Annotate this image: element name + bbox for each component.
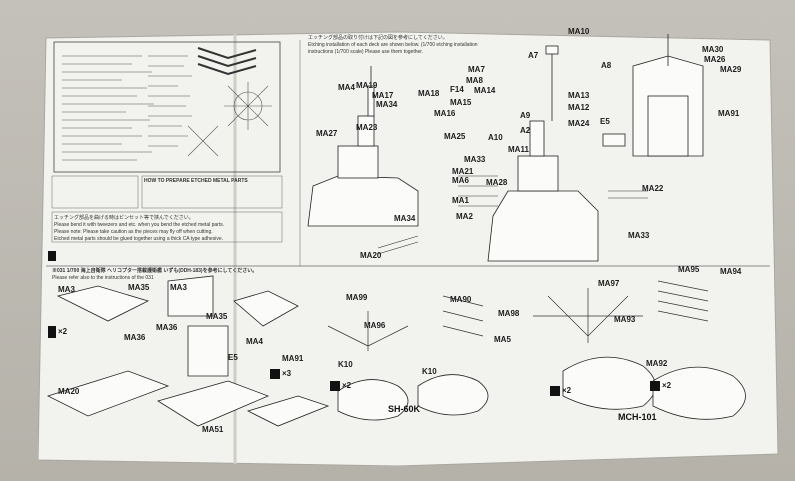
label-ma30: MA30 — [702, 45, 724, 54]
label-ma36b: MA36 — [124, 333, 146, 342]
label-ma91a: MA91 — [718, 109, 740, 118]
label-ma21: MA21 — [452, 167, 474, 176]
label-a7: A7 — [528, 51, 539, 60]
label-ma22: MA22 — [642, 184, 664, 193]
label-ma98: MA98 — [498, 309, 520, 318]
label-a10: A10 — [488, 133, 503, 142]
heli-note-en: Please refer also to the instructions of… — [52, 275, 154, 281]
heli-note-jp: ※031 1/700 海上自衛隊 ヘリコプター搭載護衛艦 いずも(DDH-183… — [52, 268, 258, 274]
etching-note-en2: instructions (1/700 scale) Please use th… — [308, 49, 424, 55]
label-ma27: MA27 — [316, 129, 338, 138]
label-ma5: MA5 — [494, 335, 511, 344]
label-f14: F14 — [450, 85, 464, 94]
label-ma95: MA95 — [678, 265, 700, 274]
label-ma10: MA10 — [568, 27, 590, 36]
label-ma33a: MA33 — [464, 155, 486, 164]
badge-x2-c: ×2 — [662, 381, 672, 390]
label-ma4b: MA4 — [246, 337, 263, 346]
label-ma8: MA8 — [466, 76, 483, 85]
label-k10a: K10 — [338, 360, 353, 369]
instruction-sheet: エッチング部品の取り付けは下記の図を参考にしてください。 Etching ins… — [38, 26, 780, 466]
label-ma91b: MA91 — [282, 354, 304, 363]
badge-x3: ×3 — [282, 369, 292, 378]
label-ma12: MA12 — [568, 103, 590, 112]
label-ma94: MA94 — [720, 267, 742, 276]
label-ma25: MA25 — [444, 132, 466, 141]
label-ma23: MA23 — [356, 123, 378, 132]
label-ma26: MA26 — [704, 55, 726, 64]
prepare-title: HOW TO PREPARE ETCHED METAL PARTS — [144, 178, 248, 184]
label-ma97: MA97 — [598, 279, 620, 288]
label-ma96: MA96 — [364, 321, 386, 330]
label-ma2: MA2 — [456, 212, 473, 221]
label-ma20a: MA20 — [360, 251, 382, 260]
label-ma33b: MA33 — [628, 231, 650, 240]
label-ma99: MA99 — [346, 293, 368, 302]
etching-note-jp: エッチング部品の取り付けは下記の図を参考にしてください。 — [308, 35, 448, 41]
label-ma6: MA6 — [452, 176, 469, 185]
badge-x2-b: ×2 — [562, 386, 572, 395]
label-ma15: MA15 — [450, 98, 472, 107]
badge-x2-a: ×2 — [342, 381, 352, 390]
label-ma20b: MA20 — [58, 387, 80, 396]
label-sh60k: SH-60K — [388, 404, 421, 414]
label-a8: A8 — [601, 61, 612, 70]
label-ma3b: MA3 — [170, 283, 187, 292]
label-a9: A9 — [520, 111, 531, 120]
label-ma7: MA7 — [468, 65, 485, 74]
label-ma17: MA17 — [372, 91, 394, 100]
label-ma90: MA90 — [450, 295, 472, 304]
sheet-drawing — [38, 31, 779, 466]
label-a2: A2 — [520, 126, 531, 135]
label-ma1: MA1 — [452, 196, 469, 205]
label-ma35a: MA35 — [128, 283, 150, 292]
label-ma14: MA14 — [474, 86, 496, 95]
label-ma18: MA18 — [418, 89, 440, 98]
label-ma4a: MA4 — [338, 83, 355, 92]
label-ma28: MA28 — [486, 178, 508, 187]
label-ma3a: MA3 — [58, 285, 75, 294]
label-ma92: MA92 — [646, 359, 668, 368]
label-ma29: MA29 — [720, 65, 742, 74]
label-ma35b: MA35 — [206, 312, 228, 321]
label-e5b: E5 — [228, 353, 238, 362]
label-ma36a: MA36 — [156, 323, 178, 332]
label-ma19: MA19 — [356, 81, 378, 90]
badge-x2-d: ×2 — [58, 327, 68, 336]
note-a1: エッチング部品を曲げる時はピンセット等で挟んでください。 — [54, 215, 194, 221]
label-k10b: K10 — [422, 367, 437, 376]
label-ma11: MA11 — [508, 145, 529, 154]
note-a2: Please bend it with tweezers and etc. wh… — [54, 222, 225, 228]
label-ma24: MA24 — [568, 119, 590, 128]
etching-note-en1: Etching installation of each deck are sh… — [308, 42, 478, 48]
label-ma93: MA93 — [614, 315, 636, 324]
note-b1: Please note: Please take caution as the … — [54, 229, 213, 235]
label-ma16: MA16 — [434, 109, 456, 118]
label-mch101: MCH-101 — [618, 412, 657, 422]
label-ma34a: MA34 — [376, 100, 398, 109]
label-ma51: MA51 — [202, 425, 224, 434]
note-c1: Etched metal parts should be glued toget… — [54, 236, 223, 242]
label-ma34b: MA34 — [394, 214, 416, 223]
label-ma13: MA13 — [568, 91, 590, 100]
label-e5a: E5 — [600, 117, 610, 126]
